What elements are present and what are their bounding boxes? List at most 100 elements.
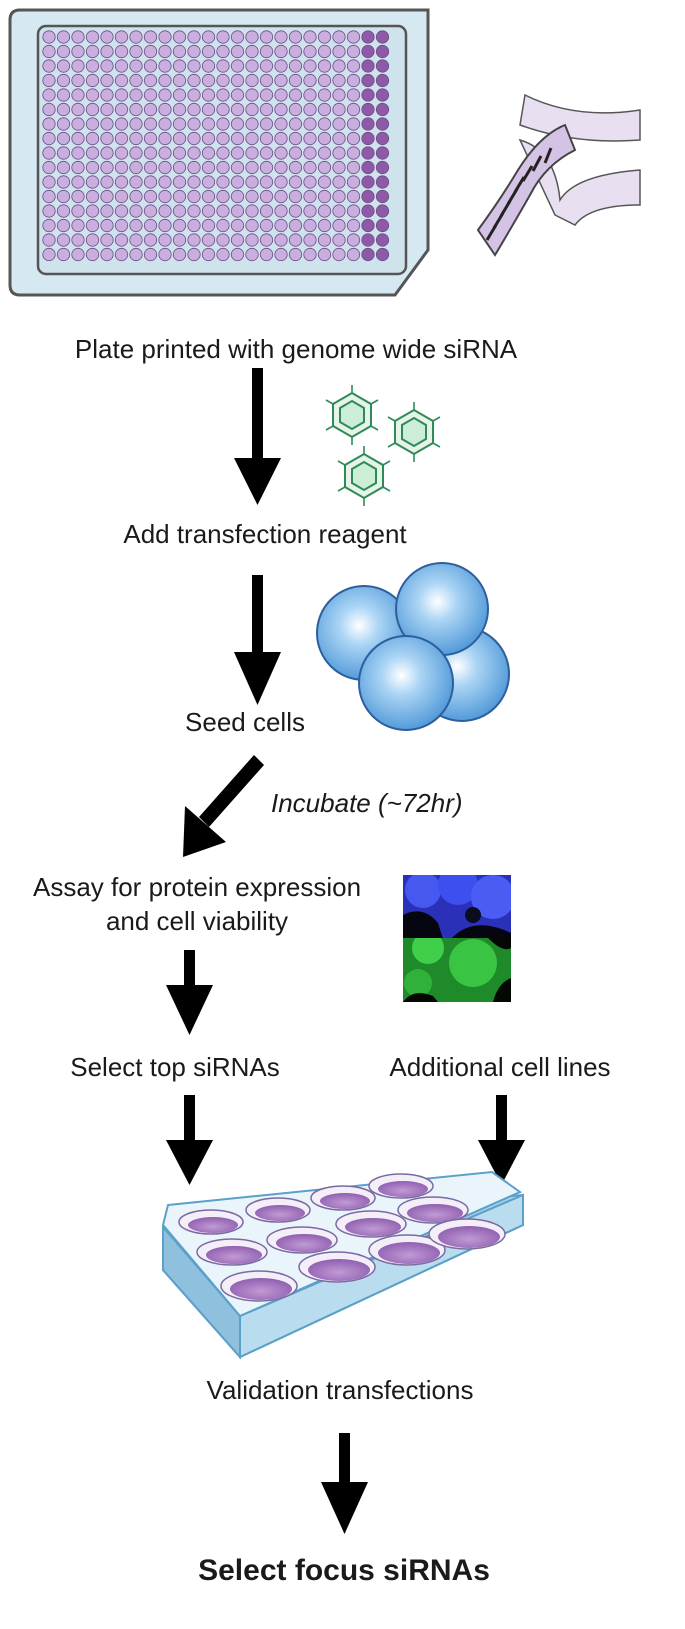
plate-well [288,175,303,189]
plate-well [42,131,56,146]
plate-well [143,146,158,160]
plate-well [346,73,361,88]
validation-well-media [378,1242,440,1264]
plate-well [274,247,288,262]
plate-well [332,117,346,131]
plate-well [85,131,100,146]
plate-well [85,160,100,175]
plate-well [375,88,390,102]
arrow-transfection-to-seed [234,575,281,705]
plate-well [71,233,85,247]
plate-wells [42,30,390,262]
plate-well [375,218,390,233]
plate-well [361,247,375,262]
plate-well [100,204,114,218]
plate-well [172,233,187,247]
plate-well [100,218,114,233]
plate-well [100,146,114,160]
plate-well [230,131,245,146]
plate-well [187,175,201,189]
plate-well [114,247,129,262]
plate-well [100,88,114,102]
plate-well [201,30,216,44]
flow-arrows [166,368,525,1534]
additional-cell-lines-label: Additional cell lines [389,1052,611,1082]
plate-well [288,160,303,175]
plate-well [143,218,158,233]
plate-well [361,30,375,44]
plate-well [259,146,274,160]
plate-well [85,30,100,44]
plate-well [216,233,230,247]
plate-well [42,146,56,160]
plate-well [187,59,201,73]
plate-well [201,117,216,131]
plate-well [346,146,361,160]
plate-well [245,160,259,175]
plate-well [230,204,245,218]
plate-well [317,102,332,117]
plate-well [288,30,303,44]
plate-well [317,247,332,262]
plate-well [230,44,245,59]
siRNA-plate-icon [8,8,430,297]
plate-well [129,30,143,44]
plate-well [375,73,390,88]
plate-well [303,146,317,160]
plate-well [274,175,288,189]
plate-well [259,88,274,102]
plate-well [245,175,259,189]
plate-well [274,189,288,204]
plate-well [56,233,71,247]
plate-well [114,160,129,175]
plate-well [303,160,317,175]
plate-well [201,131,216,146]
plate-well [143,73,158,88]
plate-well [245,247,259,262]
plate-well [129,218,143,233]
plate-well [42,30,56,44]
plate-well [230,146,245,160]
plate-well [201,160,216,175]
plate-well [42,102,56,117]
plate-well [56,88,71,102]
step-plate-label: Plate printed with genome wide siRNA [74,334,518,364]
plate-well [216,88,230,102]
plate-well [317,88,332,102]
plate-well [245,218,259,233]
validation-wells [178,1173,506,1302]
plate-well [172,102,187,117]
plate-well [172,189,187,204]
plate-well [346,204,361,218]
plate-well [85,88,100,102]
plate-well [129,73,143,88]
plate-well [187,131,201,146]
plate-well [274,218,288,233]
plate-well [274,146,288,160]
plate-well [361,218,375,233]
validation-well-media [407,1204,463,1222]
plate-well [303,30,317,44]
arrow-plate-to-transfection [234,368,281,505]
plate-well [274,102,288,117]
step-assay-label-line1: Assay for protein expression [32,872,362,902]
plate-well [303,131,317,146]
plate-well [245,131,259,146]
plate-well [129,233,143,247]
plate-well [303,218,317,233]
validation-well-media [206,1246,262,1264]
plate-well [274,204,288,218]
plate-well [230,88,245,102]
plate-well [56,59,71,73]
plate-well [56,189,71,204]
plate-well [317,117,332,131]
plate-well [114,175,129,189]
plate-well [172,218,187,233]
plate-well [245,59,259,73]
plate-well [332,204,346,218]
plate-well [332,73,346,88]
plate-well [375,131,390,146]
plate-well [274,30,288,44]
plate-well [245,204,259,218]
plate-well [85,117,100,131]
